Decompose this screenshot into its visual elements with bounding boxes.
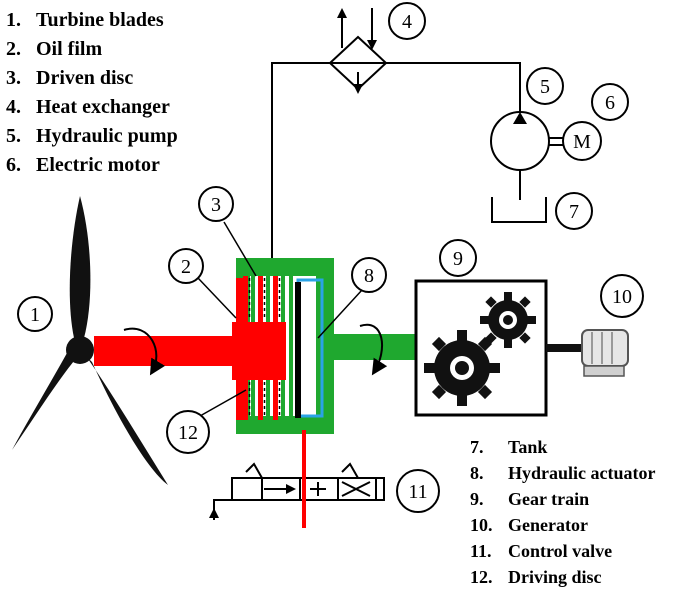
turbine-blades bbox=[12, 196, 168, 485]
clutch-plates bbox=[243, 276, 285, 420]
generator bbox=[546, 329, 629, 377]
driving-disc bbox=[232, 278, 286, 420]
output-rotation-arrow bbox=[359, 323, 388, 376]
svg-text:7: 7 bbox=[569, 201, 579, 223]
callout-leaders bbox=[197, 221, 363, 417]
svg-text:3: 3 bbox=[211, 194, 221, 216]
svg-text:9: 9 bbox=[453, 248, 463, 270]
control-valve bbox=[209, 462, 385, 520]
svg-text:12: 12 bbox=[178, 422, 198, 444]
svg-text:11: 11 bbox=[408, 481, 427, 503]
svg-text:2: 2 bbox=[181, 256, 191, 278]
legend-item: 4.Heat exchanger bbox=[6, 96, 170, 118]
hydraulic-lines bbox=[271, 62, 521, 258]
callout-7: 7 bbox=[555, 192, 593, 230]
legend-item: 9.Gear train bbox=[470, 489, 590, 509]
gear-train bbox=[414, 279, 548, 417]
legend-left: 1.Turbine blades 2.Oil film 3.Driven dis… bbox=[6, 6, 178, 180]
callout-10: 10 bbox=[600, 274, 644, 318]
tank bbox=[491, 197, 547, 223]
svg-text:1: 1 bbox=[30, 304, 40, 326]
svg-text:8: 8 bbox=[364, 265, 374, 287]
callout-3: 3 bbox=[198, 186, 234, 222]
svg-text:10: 10 bbox=[612, 286, 632, 308]
svg-text:6: 6 bbox=[605, 92, 615, 114]
hydraulic-pump bbox=[490, 111, 563, 171]
legend-right: 7.Tank 8.Hydraulic actuator 9.Gear train… bbox=[470, 434, 655, 590]
callouts: 1 2 3 4 5 6 7 8 bbox=[17, 2, 644, 513]
legend-item: 7.Tank bbox=[470, 437, 548, 457]
callout-5: 5 bbox=[526, 67, 564, 105]
motor-label: M bbox=[573, 131, 591, 153]
svg-text:5: 5 bbox=[540, 76, 550, 98]
legend-item: 10.Generator bbox=[470, 515, 588, 535]
legend-item: 2.Oil film bbox=[6, 38, 103, 60]
input-shaft bbox=[94, 336, 240, 366]
legend-item: 3.Driven disc bbox=[6, 67, 134, 89]
heat-exchanger bbox=[328, 8, 388, 94]
callout-4: 4 bbox=[388, 2, 426, 40]
callout-9: 9 bbox=[439, 239, 477, 277]
callout-2: 2 bbox=[168, 248, 204, 284]
input-rotation-arrow bbox=[123, 327, 166, 376]
legend-item: 12.Driving disc bbox=[470, 567, 602, 587]
legend-item: 1.Turbine blades bbox=[6, 9, 164, 31]
legend-item: 11.Control valve bbox=[470, 541, 613, 561]
legend-item: 5.Hydraulic pump bbox=[6, 125, 178, 147]
callout-1: 1 bbox=[17, 296, 53, 332]
callout-6: 6 bbox=[591, 83, 629, 121]
hydraulic-actuator bbox=[289, 276, 324, 418]
output-shaft bbox=[334, 334, 416, 360]
callout-12: 12 bbox=[166, 410, 210, 454]
electric-motor: M bbox=[562, 121, 602, 161]
legend-item: 6.Electric motor bbox=[6, 154, 160, 176]
svg-text:4: 4 bbox=[402, 11, 412, 33]
legend-item: 8.Hydraulic actuator bbox=[470, 463, 656, 483]
callout-11: 11 bbox=[396, 469, 440, 513]
callout-8: 8 bbox=[351, 257, 387, 293]
